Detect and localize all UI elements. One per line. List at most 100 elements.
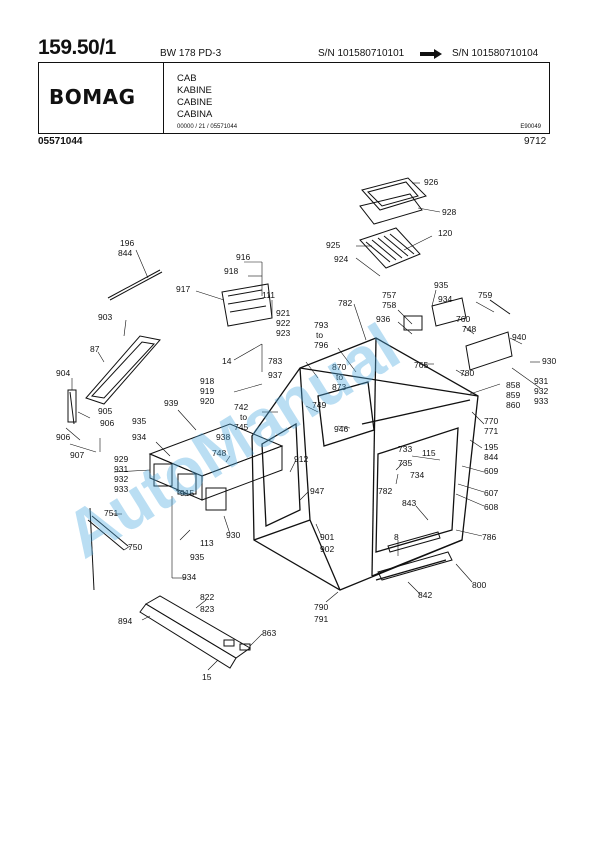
- callout-label: 844: [118, 248, 132, 258]
- callout-label: 919: [200, 386, 214, 396]
- callout-label: 196: [120, 238, 134, 248]
- callout-label: 918: [224, 266, 238, 276]
- callout-label: 916: [236, 252, 250, 262]
- page-number: 159.50/1: [38, 36, 116, 59]
- callout-label: 937: [268, 370, 282, 380]
- callout-label: 780: [460, 368, 474, 378]
- callout-label: 791: [314, 614, 328, 624]
- callout-label: 901: [320, 532, 334, 542]
- callout-label: 873: [332, 382, 346, 392]
- callout-label: 782: [378, 486, 392, 496]
- callout-label: 922: [276, 318, 290, 328]
- callout-label: 765: [414, 360, 428, 370]
- title-de: KABINE: [177, 85, 212, 96]
- callout-label: 14: [222, 356, 232, 366]
- callout-label: 842: [418, 590, 432, 600]
- callout-label: 120: [438, 228, 452, 238]
- side-window: [67, 335, 161, 425]
- callout-label: 928: [442, 207, 456, 217]
- callout-label: 758: [382, 300, 396, 310]
- callout-label: 923: [276, 328, 290, 338]
- callout-label: 931: [534, 376, 548, 386]
- callout-label: 906: [100, 418, 114, 428]
- section-titles: CAB KABINE CABINE CABINA: [177, 73, 212, 121]
- model-label: BW 178 PD-3: [160, 48, 222, 59]
- callout-label: 113: [200, 538, 214, 548]
- callout-label: 935: [190, 552, 204, 562]
- callout-label: 195: [484, 442, 498, 452]
- callout-label: 790: [314, 602, 328, 612]
- callout-label: 936: [376, 314, 390, 324]
- callout-label: 930: [542, 356, 556, 366]
- callout-label: 771: [484, 426, 498, 436]
- callout-label: 860: [506, 400, 520, 410]
- callout-label: 748: [462, 324, 476, 334]
- callout-label: 115: [422, 448, 436, 458]
- callout-label: 938: [216, 432, 230, 442]
- date-code: 9712: [524, 136, 547, 147]
- callout-label: 748: [212, 448, 226, 458]
- callout-label: 749: [312, 400, 326, 410]
- callout-label: 903: [98, 312, 112, 322]
- callout-label: to: [240, 412, 247, 422]
- callout-label: 607: [484, 488, 498, 498]
- callout-label: 609: [484, 466, 498, 476]
- brand-logo: BOMAG: [49, 85, 136, 109]
- callout-label: 940: [512, 332, 526, 342]
- callout-label: 783: [268, 356, 282, 366]
- callout-label: 735: [398, 458, 412, 468]
- callout-label: 843: [402, 498, 416, 508]
- callout-label: 870: [332, 362, 346, 372]
- callout-label: 8: [394, 532, 399, 542]
- callout-label: 111: [262, 290, 275, 300]
- callout-label: 757: [382, 290, 396, 300]
- callout-label: 894: [118, 616, 132, 626]
- arrow-right-icon: [420, 49, 442, 59]
- callout-label: 929: [114, 454, 128, 464]
- callout-label: 770: [484, 416, 498, 426]
- leader-lines: [65, 182, 541, 671]
- callout-label: 934: [182, 572, 196, 582]
- floor-rail-842: [377, 531, 453, 581]
- callout-label: 917: [176, 284, 190, 294]
- callout-label: 859: [506, 390, 520, 400]
- callout-label: 793: [314, 320, 328, 330]
- cab-frame: [251, 337, 479, 591]
- wiper-rod: [107, 269, 163, 301]
- callout-label: 939: [164, 398, 178, 408]
- callout-label: 15: [202, 672, 212, 682]
- callout-label: 733: [398, 444, 412, 454]
- callout-label: 750: [128, 542, 142, 552]
- callout-label: 915: [180, 488, 194, 498]
- callout-label: 932: [534, 386, 548, 396]
- callout-label: 751: [104, 508, 118, 518]
- callout-label: 921: [276, 308, 290, 318]
- callout-label: to: [316, 330, 323, 340]
- callout-label: 902: [320, 544, 334, 554]
- serial-from: S/N 101580710101: [318, 48, 405, 59]
- callout-label: 946: [334, 424, 348, 434]
- callout-label: 786: [482, 532, 496, 542]
- callout-label: 904: [56, 368, 70, 378]
- callout-label: 87: [90, 344, 100, 354]
- reference-code: 00000 / 21 / 05571044: [177, 124, 238, 130]
- serial-to: S/N 101580710104: [452, 48, 539, 59]
- callout-label: 760: [456, 314, 470, 324]
- door-hinge-750: [87, 507, 129, 591]
- callout-label: 759: [478, 290, 492, 300]
- callout-label: 907: [70, 450, 84, 460]
- callout-label: 926: [424, 177, 438, 187]
- callout-label: 863: [262, 628, 276, 638]
- callout-label: 858: [506, 380, 520, 390]
- callout-label: 935: [434, 280, 448, 290]
- title-block: BOMAG CAB KABINE CABINE CABINA 00000 / 2…: [38, 62, 550, 134]
- callout-label: 906: [56, 432, 70, 442]
- callout-label: 745: [234, 422, 248, 432]
- callout-label: 930: [226, 530, 240, 540]
- callout-label: 934: [438, 294, 452, 304]
- callout-label: 925: [326, 240, 340, 250]
- document-number: 05571044: [38, 136, 83, 147]
- step-plate-823: [139, 595, 251, 669]
